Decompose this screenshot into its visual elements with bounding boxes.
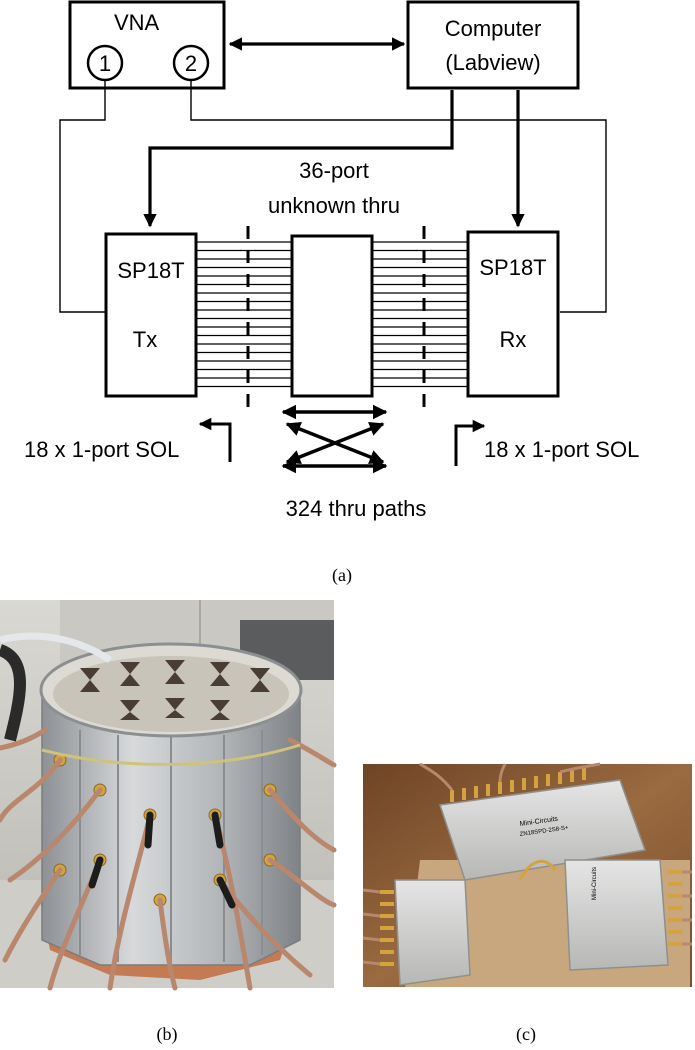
tx-switch-label: SP18T [117, 258, 184, 283]
sol-left-label: 18 x 1-port SOL [24, 437, 179, 462]
vna-port-2: 2 [172, 44, 210, 82]
computer-label-line2: (Labview) [445, 50, 540, 75]
tx-switch: SP18T Tx [104, 232, 198, 398]
rx-side-lines [372, 241, 468, 388]
computer-box: Computer (Labview) [406, 0, 580, 90]
unknown-thru-label-line2: unknown thru [268, 193, 400, 218]
sol-right-arrow [454, 419, 486, 466]
vna-box: VNA 1 2 [68, 0, 226, 90]
top-switch-box: Mini-Circuits ZN18SPD-2S8-S+ [439, 779, 647, 881]
rx-switch-label: SP18T [479, 255, 546, 280]
vna-port-1-label: 1 [99, 51, 111, 76]
rf-cable-port1 [59, 80, 106, 313]
tx-label: Tx [133, 327, 157, 352]
sol-right-label: 18 x 1-port SOL [484, 437, 639, 462]
thru-paths-label: 324 thru paths [286, 496, 427, 521]
sol-left-arrow [198, 417, 232, 462]
caption-a: (a) [332, 565, 352, 586]
rx-switch: SP18T Rx [466, 230, 560, 398]
rx-label: Rx [500, 327, 527, 352]
vna-port-1: 1 [86, 44, 124, 82]
thru-path-arrows [281, 404, 388, 474]
unknown-thru-label-line1: 36-port [299, 158, 369, 183]
photo-c-label-3: Mini-Circuits [592, 867, 598, 900]
photo-b-antenna-array [0, 600, 337, 991]
vna-label: VNA [114, 10, 160, 35]
unknown-thru-box [290, 234, 374, 398]
tx-side-lines [196, 241, 292, 388]
caption-b: (b) [157, 1024, 178, 1045]
caption-c: (c) [516, 1024, 536, 1045]
rf-cable-port2 [190, 80, 607, 313]
block-diagram: VNA 1 2 Computer (Labview) SP18 [24, 0, 639, 586]
vna-port-2-label: 2 [185, 51, 197, 76]
computer-label-line1: Computer [445, 16, 542, 41]
control-arrow-tx [143, 90, 454, 228]
photo-c-switch-matrix: Mini-Circuits ZN18SPD-2S8-S+ Mini-Circui… [362, 762, 692, 987]
